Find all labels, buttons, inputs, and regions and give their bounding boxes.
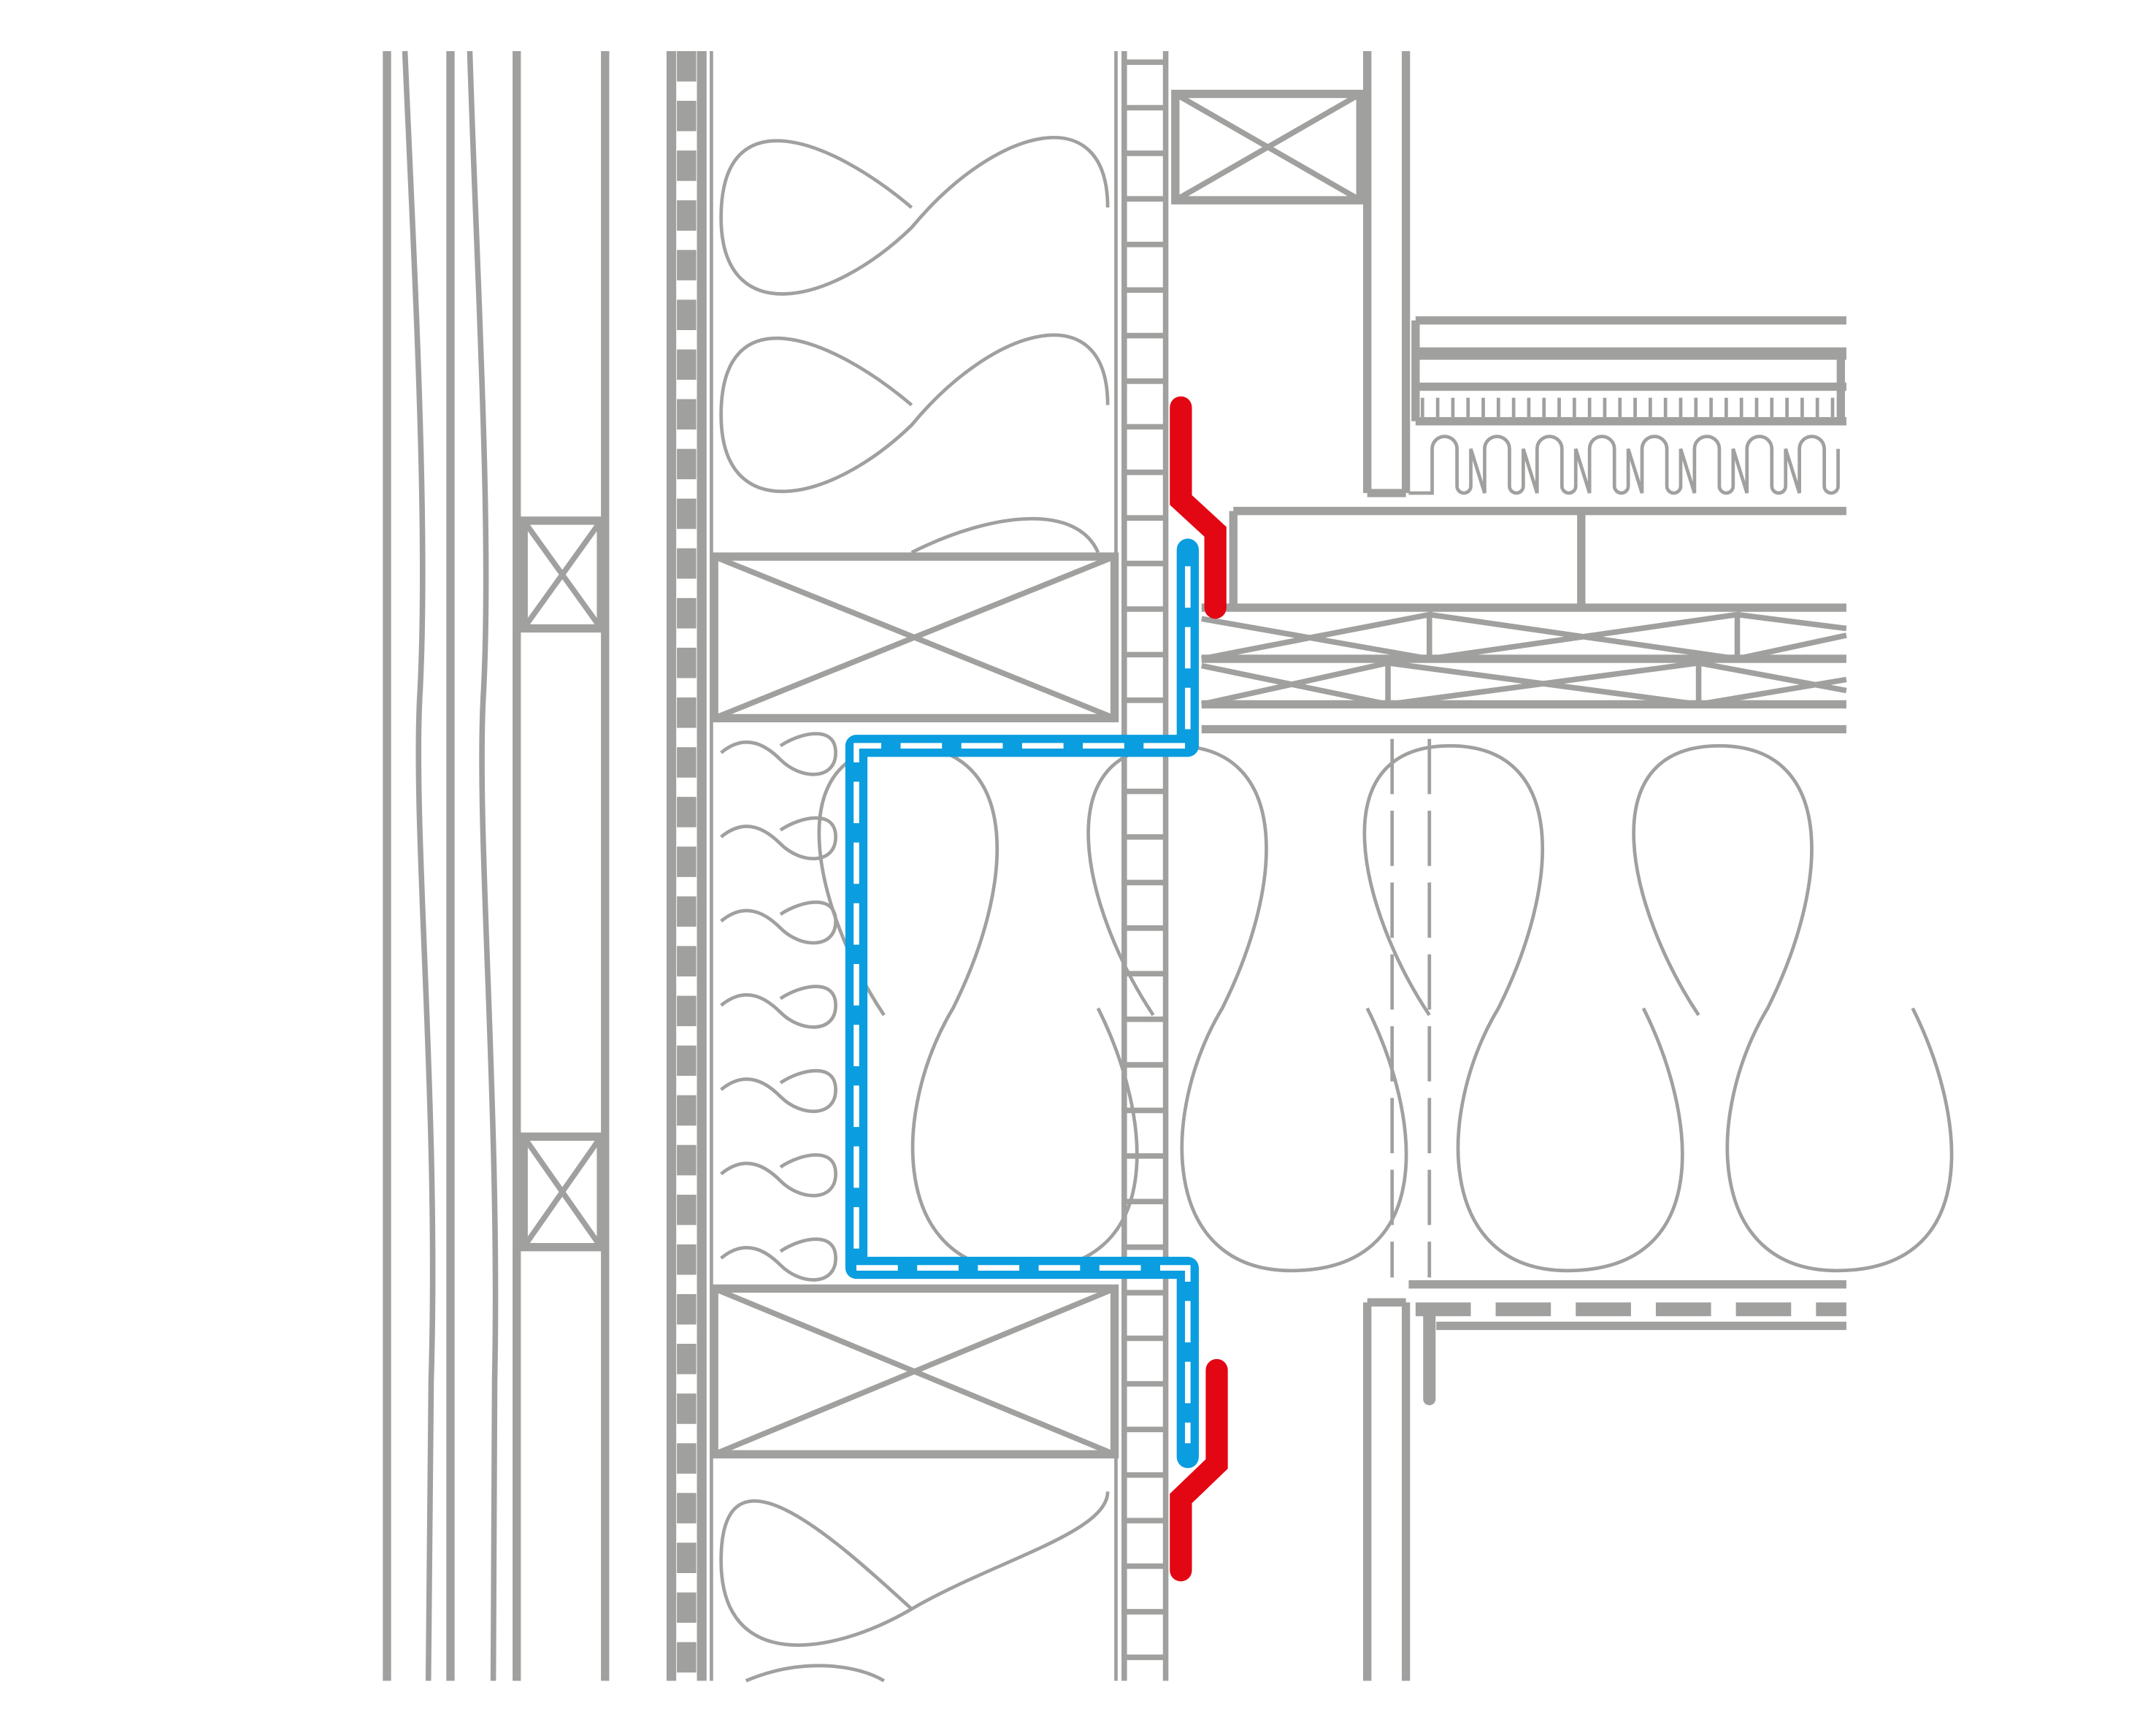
- insulation-bulb: [1362, 743, 1684, 1273]
- insulation-loop: [720, 732, 837, 776]
- insulation-loop: [719, 1491, 1110, 1647]
- timber-beam-lower: [710, 1284, 1119, 1459]
- counter-batten-upper: [519, 516, 605, 633]
- insulation-loop: [720, 900, 837, 945]
- insulation-bulb: [817, 743, 1139, 1273]
- insulation-loop: [720, 816, 837, 860]
- insulation-loop: [745, 1664, 886, 1683]
- counter-batten-lower: [519, 1132, 605, 1252]
- installation-batten-layer: [1121, 50, 1169, 1681]
- seal-tape-upper: [1170, 396, 1227, 619]
- seal-tape-lower: [1170, 1358, 1228, 1582]
- inner-board: [1363, 50, 1411, 1681]
- insulation-loop: [910, 516, 1100, 554]
- insulation-loop: [720, 1068, 837, 1114]
- insulation-loop: [720, 1237, 837, 1282]
- insulation-bulb: [1086, 743, 1408, 1273]
- wind-barrier-board: [666, 50, 707, 1681]
- top-plate: [1171, 89, 1365, 204]
- insulation-bulb: [1632, 743, 1954, 1273]
- insulation-loop: [720, 1153, 837, 1198]
- impact-sound-insulation: [1408, 435, 1840, 495]
- insulation-loop: [720, 984, 837, 1029]
- insulation-loop: [719, 333, 1110, 494]
- timber-beam-upper: [710, 552, 1119, 723]
- wood-cladding: [383, 50, 610, 1681]
- wall-insulation: [710, 50, 1118, 1683]
- floor-insulation: [817, 743, 1954, 1273]
- insulation-loop: [719, 136, 1110, 296]
- floor-buildup: [1200, 316, 1847, 1406]
- airtight-membrane: [845, 538, 1199, 1469]
